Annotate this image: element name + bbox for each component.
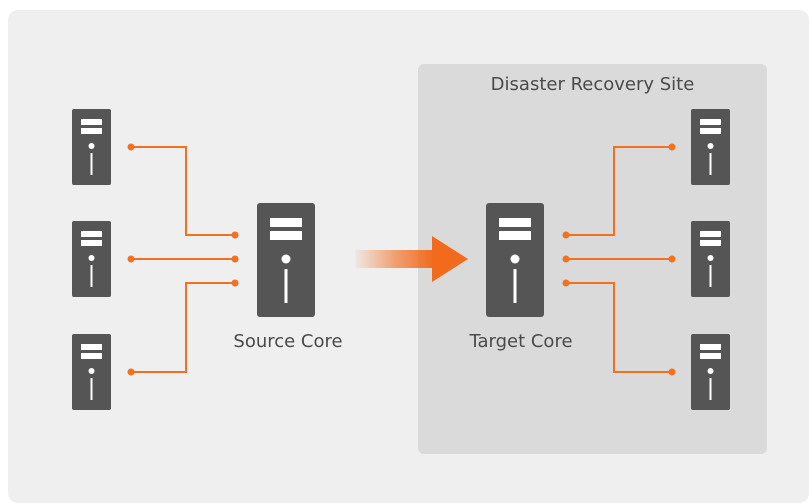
connector-line: [566, 146, 672, 236]
connector-dot: [127, 255, 135, 263]
connector-dot: [668, 368, 676, 376]
source-connector-dots: [127, 143, 239, 376]
connector-dot: [231, 279, 239, 287]
target-core-server-icon: [486, 203, 544, 317]
connector-dot: [231, 231, 239, 239]
target-server-icon: [691, 221, 730, 297]
target-connectors: [566, 146, 672, 373]
connector-line: [131, 282, 235, 373]
connector-dot: [127, 368, 135, 376]
connector-line: [566, 282, 672, 373]
disaster-recovery-site-title: Disaster Recovery Site: [490, 74, 695, 95]
connector-dot: [562, 231, 570, 239]
source-server-icon: [72, 221, 111, 297]
connector-dot: [127, 143, 135, 151]
source-server-icon: [72, 109, 111, 185]
target-server-icon: [691, 109, 730, 185]
target-server-icon: [691, 334, 730, 410]
connector-line: [131, 146, 235, 236]
connector-dot: [231, 255, 239, 263]
connector-dot: [562, 255, 570, 263]
connector-dot: [562, 279, 570, 287]
target-connector-dots: [562, 143, 676, 376]
target-core-label: Target Core: [469, 331, 573, 352]
replication-arrow-icon: [355, 236, 468, 282]
connector-dot: [668, 255, 676, 263]
connector-dot: [668, 143, 676, 151]
source-connectors: [131, 146, 235, 373]
source-server-icon: [72, 334, 111, 410]
source-core-label: Source Core: [233, 331, 343, 352]
source-core-server-icon: [257, 203, 315, 317]
